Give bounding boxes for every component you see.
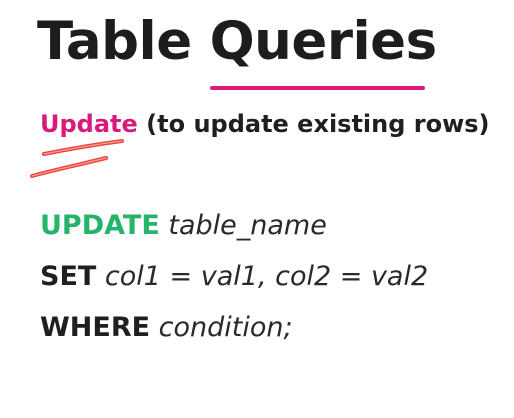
section-keyword: Update xyxy=(40,110,138,138)
update-keyword: UPDATE xyxy=(40,210,160,241)
table-name-placeholder: table_name xyxy=(168,210,327,241)
code-line-set: SET col1 = val1, col2 = val2 xyxy=(40,251,428,302)
highlight-scribble-annotation xyxy=(30,139,124,178)
condition-placeholder: condition; xyxy=(158,312,293,343)
code-line-where: WHERE condition; xyxy=(40,302,428,353)
where-keyword: WHERE xyxy=(40,312,151,343)
sql-syntax-block: UPDATE table_name SET col1 = val1, col2 … xyxy=(40,200,428,353)
section-heading: Update (to update existing rows) xyxy=(40,110,490,139)
title-underline xyxy=(210,86,425,90)
section-description: (to update existing rows) xyxy=(137,110,490,138)
code-line-update: UPDATE table_name xyxy=(40,200,428,251)
set-keyword: SET xyxy=(40,261,97,292)
set-assignments-placeholder: col1 = val1, col2 = val2 xyxy=(104,261,429,292)
slide-title: Table Queries xyxy=(37,11,437,72)
